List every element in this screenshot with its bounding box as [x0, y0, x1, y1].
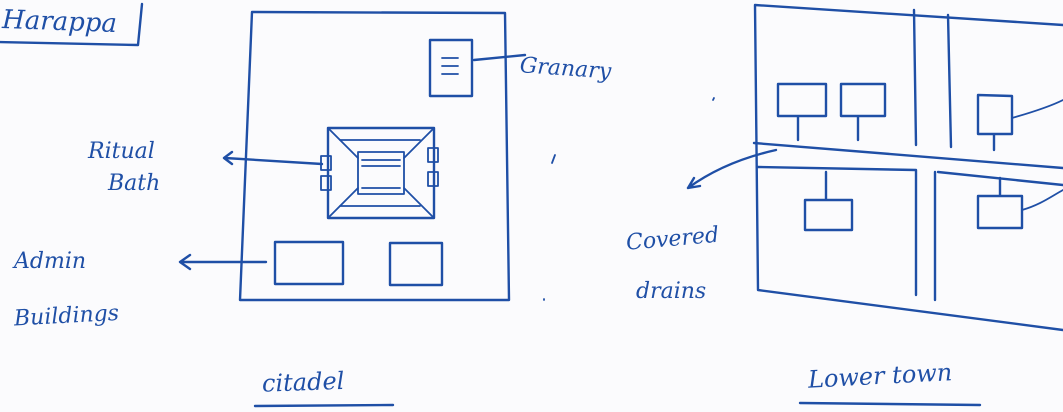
title-box: Harappa [0, 4, 142, 45]
ritual-bath-label-1: Ritual [87, 139, 155, 164]
lower-town-caption-underline [800, 403, 980, 405]
admin-label-2: Buildings [12, 301, 119, 332]
ritual-bath-pointer [224, 152, 322, 164]
granary-building: Granary [430, 40, 613, 96]
stray-marks [544, 98, 714, 300]
lower-town-streets [754, 10, 1063, 300]
lower-town-caption: Lower town [806, 358, 953, 394]
title-text: Harappa [1, 5, 118, 39]
lower-town-section: Covered drains Lower town [625, 5, 1063, 405]
admin-pointer [180, 255, 266, 269]
granary-pointer [474, 55, 525, 60]
house-group-top-left [778, 84, 885, 140]
covered-drains-pointer [688, 150, 776, 188]
ritual-bath: Ritual Bath [87, 128, 438, 218]
citadel-section: Granary Ritual Bath Admin Buildings cita… [12, 12, 613, 406]
citadel-caption: citadel [262, 367, 345, 398]
covered-drains-label-2: drains [636, 279, 706, 304]
citadel-wall [240, 12, 509, 300]
ritual-bath-label-2: Bath [107, 171, 160, 196]
covered-drains-label-1: Covered [625, 223, 720, 256]
house-top-right [978, 95, 1063, 150]
admin-buildings: Admin Buildings [12, 242, 442, 331]
citadel-caption-underline [255, 405, 393, 406]
granary-label: Granary [519, 53, 613, 84]
admin-label-1: Admin [12, 249, 86, 274]
